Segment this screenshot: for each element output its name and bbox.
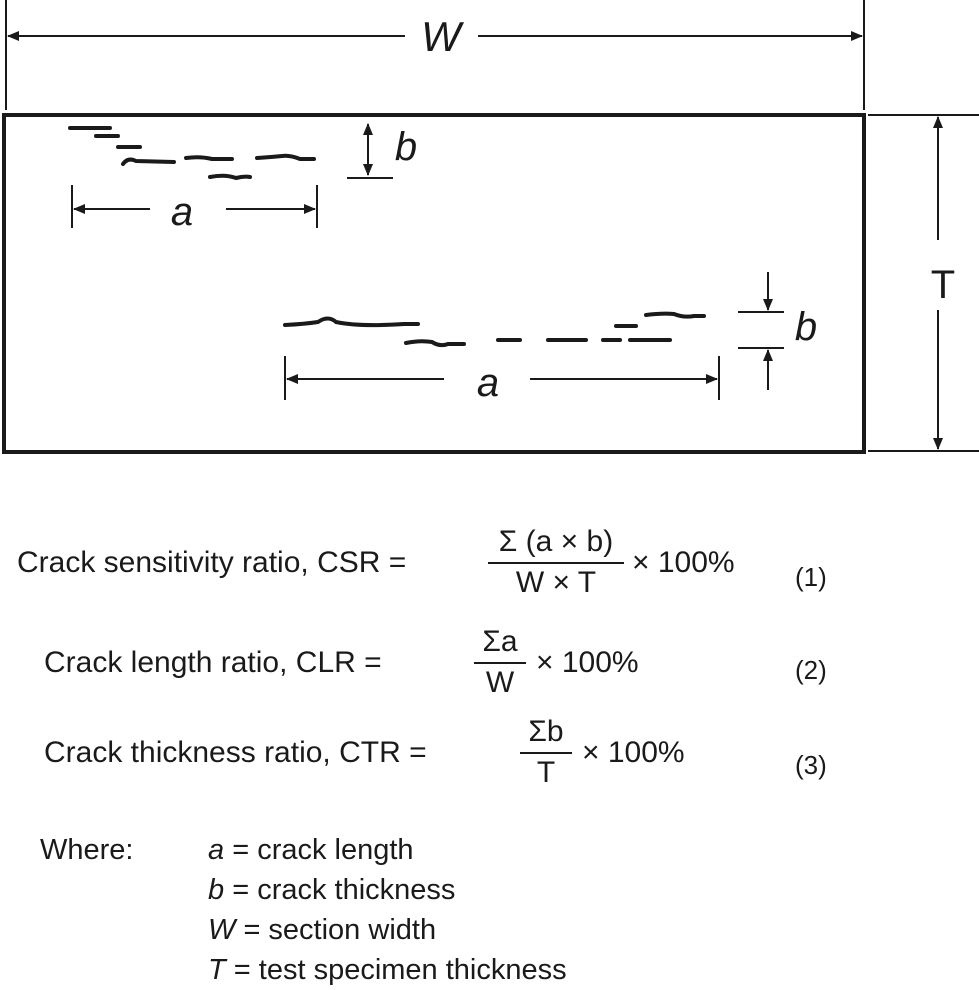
legend-text: = test specimen thickness bbox=[233, 954, 567, 986]
csr-denominator: W × T bbox=[515, 566, 597, 599]
ctr-label: Crack thickness ratio, CTR = bbox=[44, 736, 427, 769]
legend-text: = section width bbox=[243, 914, 437, 946]
width-label: W bbox=[421, 13, 464, 60]
clr-fraction: Σa W bbox=[474, 627, 526, 698]
ctr-denominator: T bbox=[536, 756, 556, 789]
csr-label: Crack sensitivity ratio, CSR = bbox=[17, 546, 407, 579]
csr-suffix: × 100% bbox=[632, 546, 735, 579]
legend-symbol: W bbox=[208, 914, 236, 946]
lower-b-label: b bbox=[795, 305, 817, 349]
crack-specimen-diagram: W T b a bbox=[2, 0, 979, 454]
lower-b-dimension bbox=[738, 272, 784, 390]
ctr-fraction: Σb T bbox=[520, 717, 572, 788]
upper-b-label: b bbox=[395, 125, 417, 169]
clr-denominator: W bbox=[485, 666, 515, 699]
csr-fraction-bar bbox=[488, 562, 624, 564]
legend-symbol: a bbox=[208, 834, 225, 866]
lower-crack bbox=[283, 311, 706, 348]
upper-a-label: a bbox=[171, 190, 193, 234]
thickness-label: T bbox=[931, 263, 955, 307]
legend-symbol: b bbox=[208, 874, 225, 906]
ctr-suffix: × 100% bbox=[582, 736, 685, 769]
clr-suffix: × 100% bbox=[536, 646, 639, 679]
legend-item-w: W = section width bbox=[208, 910, 567, 950]
thickness-dimension bbox=[868, 114, 979, 452]
legend-item-t: T = test specimen thickness bbox=[208, 950, 567, 990]
csr-fraction: Σ (a × b) W × T bbox=[488, 527, 624, 598]
legend-list: a = crack length b = crack thickness W =… bbox=[208, 830, 567, 990]
width-dimension bbox=[5, 0, 865, 110]
csr-numerator: Σ (a × b) bbox=[498, 525, 614, 558]
ctr-fraction-bar bbox=[520, 752, 572, 754]
clr-equation-number: (2) bbox=[795, 655, 827, 685]
clr-label: Crack length ratio, CLR = bbox=[44, 646, 382, 679]
lower-a-dimension bbox=[284, 356, 720, 400]
legend-symbol: T bbox=[208, 954, 226, 986]
legend-text: = crack length bbox=[232, 834, 414, 866]
ctr-numerator: Σb bbox=[528, 715, 564, 748]
legend-item-b: b = crack thickness bbox=[208, 870, 567, 910]
legend-text: = crack thickness bbox=[232, 874, 456, 906]
legend-heading: Where: bbox=[40, 834, 134, 866]
upper-b-dimension bbox=[347, 123, 393, 179]
clr-fraction-bar bbox=[474, 662, 526, 664]
specimen-outline bbox=[2, 113, 866, 454]
lower-a-label: a bbox=[477, 361, 499, 405]
clr-numerator: Σa bbox=[482, 625, 518, 658]
ctr-equation-number: (3) bbox=[795, 750, 827, 780]
legend-item-a: a = crack length bbox=[208, 830, 567, 870]
upper-crack bbox=[68, 126, 316, 181]
csr-equation-number: (1) bbox=[795, 562, 827, 592]
upper-a-dimension bbox=[71, 185, 318, 228]
